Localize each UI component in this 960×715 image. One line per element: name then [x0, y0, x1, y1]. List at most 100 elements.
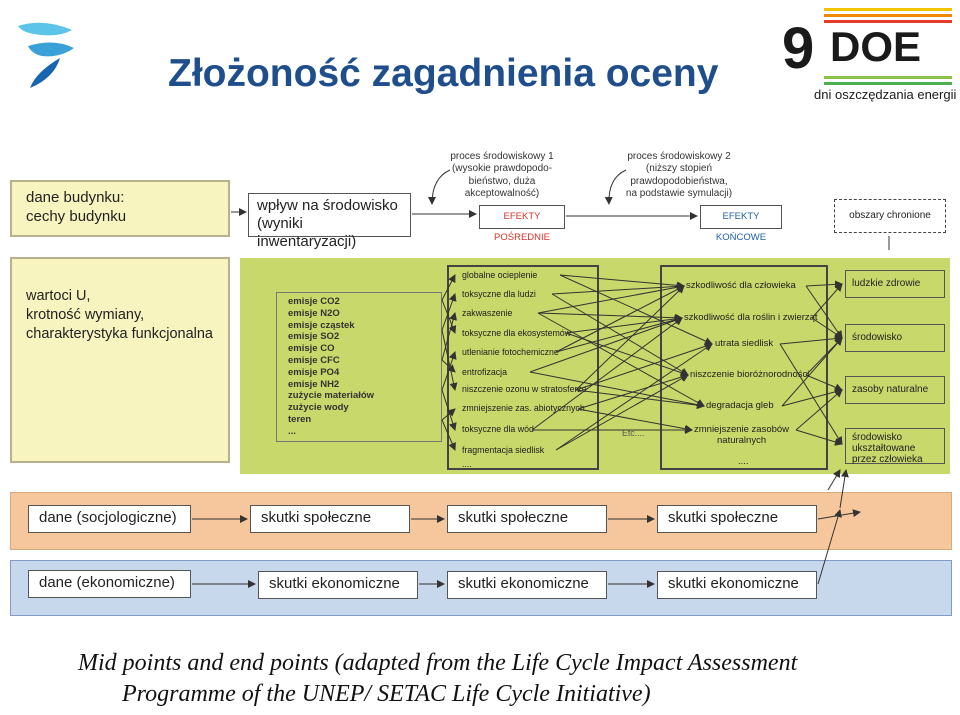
logo-stripe [824, 82, 952, 85]
emission-item: emisje CO [288, 343, 335, 355]
final-effects-label: EFEKTY KOŃCOWE [715, 211, 767, 243]
emission-item: emisje cząstek [288, 319, 355, 331]
economic-effect-box: skutki ekonomiczne [258, 571, 418, 599]
midpoint-item: toksyczne dla wód [462, 424, 534, 434]
environmental-impact-box: wpływ na środowisko (wyniki inwentaryzac… [248, 193, 411, 250]
brand-logo-icon [18, 22, 74, 88]
logo-number: 9 [782, 16, 814, 81]
connector-arrow [779, 343, 843, 445]
building-data-line: cechy budynku [26, 208, 127, 225]
connector-arrow [795, 429, 843, 446]
emission-item: emisje NH2 [288, 378, 340, 390]
properties-line: krotność wymiany, [26, 307, 145, 323]
connector-arrow [537, 312, 705, 407]
social-data-box: dane (socjologiczne) [28, 505, 191, 533]
connector-arrow [441, 408, 456, 421]
connector-arrow [555, 285, 685, 353]
caption-line: Mid points and end points (adapted from … [78, 650, 798, 676]
connector-arrow [795, 389, 843, 431]
note-line: proces środowiskowy 1 [450, 151, 554, 162]
note-line: proces środowiskowy 2 [627, 151, 731, 162]
emission-item: zużycie materiałów [288, 390, 375, 402]
area-natural-resources: zasoby naturalne [845, 376, 945, 404]
connector-arrow [805, 280, 843, 289]
connector-arrow [441, 293, 457, 331]
emission-item: teren [288, 414, 312, 425]
connector-arrow [441, 312, 457, 361]
endpoint-item: niszczenie bioróżnorodności [690, 369, 810, 380]
properties-line: charakterystyka funkcjonalna [26, 326, 213, 342]
endpoint-item: zmniejszenie zasobów [694, 424, 790, 435]
connector-arrow [781, 387, 843, 407]
connector-arrow [575, 285, 685, 391]
logo-stripe [824, 76, 952, 79]
emissions-box [276, 292, 442, 442]
building-data-box: dane budynku: cechy budynku [10, 180, 230, 237]
midpoint-item: utlenianie fotochemiczne [462, 347, 559, 357]
economic-effect-box: skutki ekonomiczne [447, 571, 607, 599]
midpoint-item: globalne ocieplenie [462, 270, 538, 280]
note-line: (wysokie prawdopodo- [451, 163, 553, 175]
env-impact-line: (wyniki inwentaryzacji) [257, 215, 357, 250]
note-line: akceptowalność) [464, 187, 540, 199]
endpoint-item: utrata siedlisk [715, 338, 774, 349]
indirect-effects-box: EFEKTY POŚREDNIE [479, 205, 565, 243]
connector-arrow [805, 374, 843, 391]
economic-data-box: dane (ekonomiczne) [28, 570, 191, 598]
connector-arrow [827, 469, 841, 491]
connector-arrow [555, 315, 683, 353]
emission-item: zużycie wody [288, 402, 349, 414]
caption: Mid points and end points (adapted from … [78, 648, 797, 710]
midpoint-item: zakwaszenie [462, 308, 513, 318]
connector-arrow [839, 469, 849, 509]
connector-arrow [577, 373, 689, 410]
connector-arrow [805, 285, 843, 339]
connector-arrow [559, 274, 713, 345]
process2-note: proces środowiskowy 2 (niższy stopień pr… [615, 151, 743, 200]
etc-label: Etc.... [622, 428, 645, 438]
logo-stripe [824, 14, 952, 17]
connector-arrow [565, 332, 689, 377]
midpoint-item: niszczenie ozonu w stratosferze [462, 384, 587, 394]
note-line: prawdopodobieństwa, [630, 175, 728, 187]
logo-name: DOE [830, 23, 922, 70]
social-effect-box: skutki społeczne [447, 505, 607, 533]
midpoint-item: zmniejszenie zas. abiotycznych [462, 403, 585, 413]
connector-arrow [551, 282, 685, 295]
midpoints-column [447, 265, 599, 470]
midpoint-item: toksyczne dla ludzi [462, 289, 536, 299]
endpoint-item: szkodliwość dla człowieka [686, 280, 796, 291]
connector-arrow [577, 408, 693, 433]
endpoint-item: naturalnych [717, 435, 767, 446]
properties-box: wartoci U, krotność wymiany, charakterys… [10, 257, 230, 463]
indirect-effects-label: EFEKTY POŚREDNIE [494, 211, 550, 243]
connector-arrow [811, 317, 843, 339]
final-effects-box: EFEKTY KOŃCOWE [700, 205, 782, 243]
endpoints-column [660, 265, 828, 470]
midpoint-item: toksyczne dla ekosystemów [462, 328, 572, 338]
connector-arrow [441, 329, 458, 391]
emission-item: emisje CFC [288, 355, 340, 366]
connector-arrow [817, 509, 842, 585]
connector-arrow [529, 371, 705, 409]
properties-line: wartoci U, [26, 288, 91, 304]
connector-arrow [441, 419, 456, 451]
building-data-line: dane budynku: [26, 189, 125, 206]
emission-item: ... [288, 425, 296, 437]
connector-arrow [565, 314, 683, 334]
connector-arrow [811, 283, 843, 319]
connector-arrow [604, 169, 627, 205]
connector-arrow [781, 337, 843, 407]
connector-arrow [441, 274, 456, 301]
page-title: Złożoność zagadnienia oceny [168, 52, 719, 95]
connector-arrow [555, 374, 689, 451]
note-line: na podstawie symulacji) [625, 187, 733, 199]
emission-item: emisje SO2 [288, 331, 340, 343]
connector-arrow [531, 317, 683, 431]
social-effect-box: skutki społeczne [657, 505, 817, 533]
protected-areas-box: obszary chronione [834, 199, 946, 233]
connector-arrow [428, 169, 451, 205]
endpoint-item: szkodliwość dla roślin i zwierząt [684, 312, 818, 323]
area-human-health: ludzkie zdrowie [845, 270, 945, 298]
